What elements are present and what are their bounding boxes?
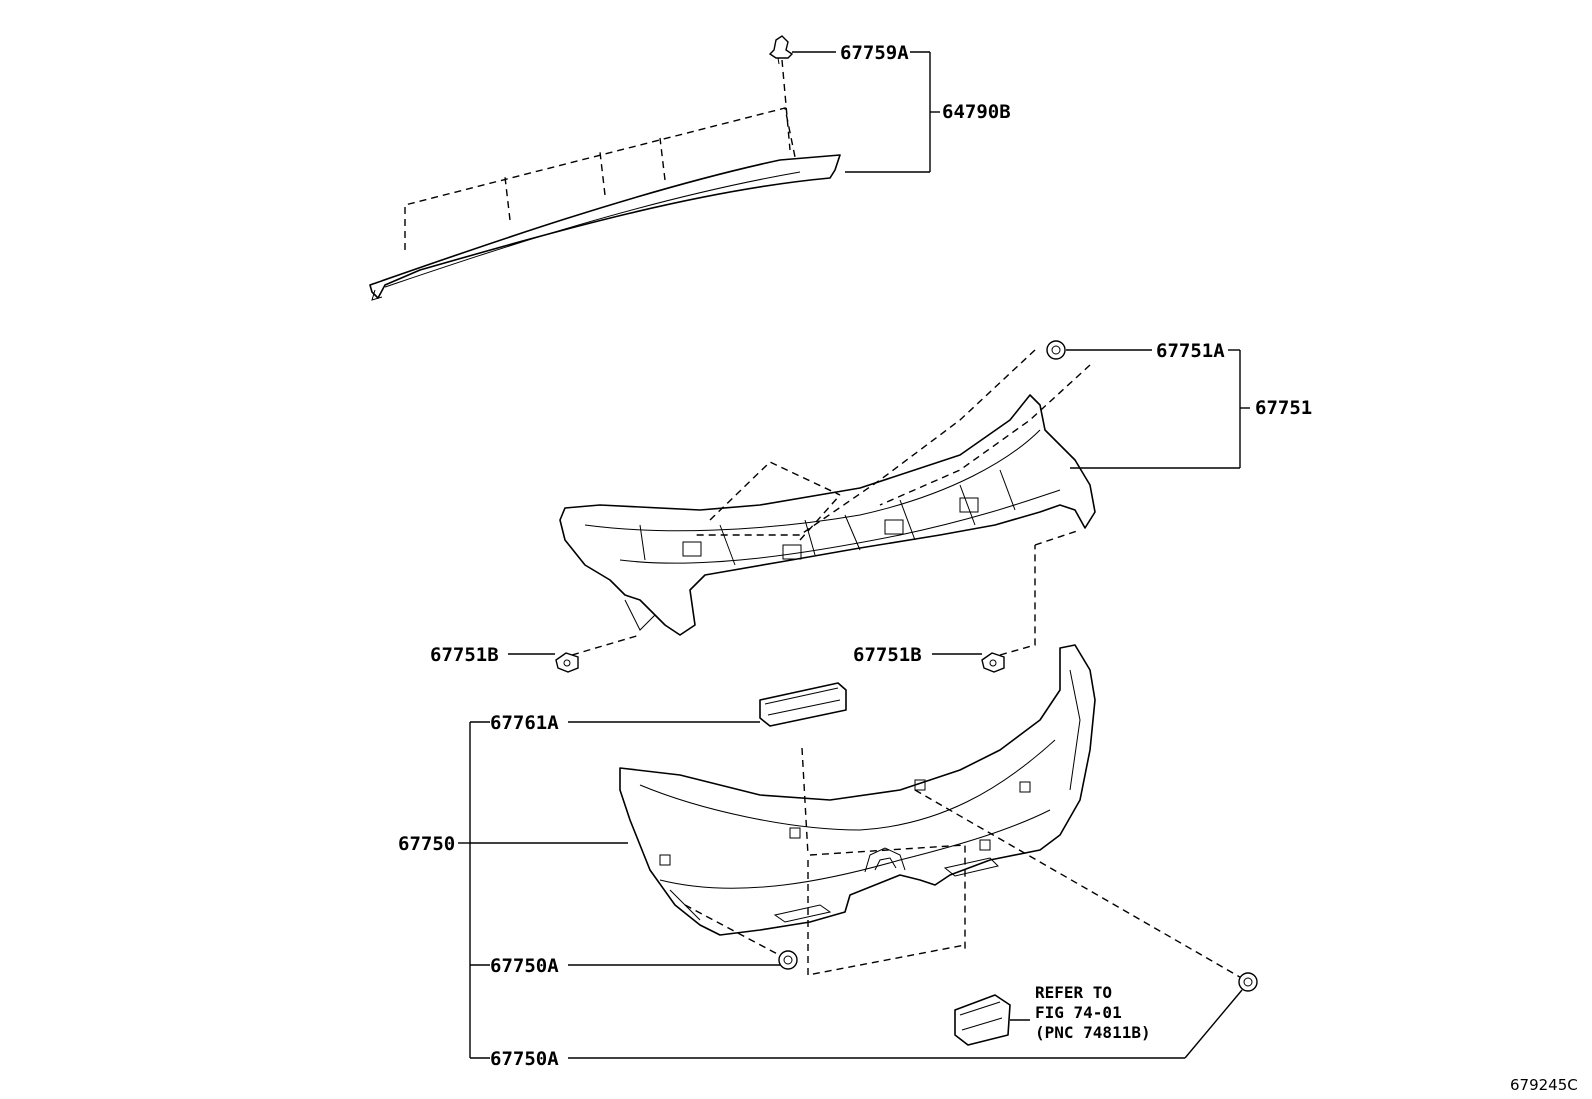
clip-67750A-lower-icon (1238, 972, 1258, 992)
leader-lines-lower (458, 721, 1243, 1059)
label-64790B: 64790B (942, 101, 1011, 123)
label-67751A: 67751A (1156, 340, 1225, 362)
note-line-3: (PNC 74811B) (1035, 1023, 1151, 1042)
leader-lines-top (792, 51, 940, 173)
label-67759A: 67759A (840, 42, 909, 64)
label-67761A: 67761A (490, 712, 559, 734)
cover-67761A-icon (759, 682, 847, 727)
note-line-2: FIG 74-01 (1035, 1003, 1122, 1022)
figure-id: 679245C (1510, 1076, 1578, 1094)
clip-67759A-icon (768, 35, 794, 65)
label-67750A-upper: 67750A (490, 955, 559, 977)
note-line-1: REFER TO (1035, 983, 1112, 1002)
label-67751B-right: 67751B (853, 644, 922, 666)
garnish-strip-64790B (369, 59, 841, 301)
clip-67751B-right-icon (981, 652, 1005, 673)
door-trim-67750 (619, 644, 1096, 936)
clip-67751B-left-icon (555, 652, 579, 673)
label-67750: 67750 (398, 833, 455, 855)
label-67751: 67751 (1255, 397, 1312, 419)
label-67750A-lower: 67750A (490, 1048, 559, 1070)
clip-67751A-icon (1046, 340, 1066, 360)
referenced-handle-icon (954, 994, 1011, 1046)
clip-67750A-upper-icon (778, 950, 798, 970)
label-67751B-left: 67751B (430, 644, 499, 666)
trim-panel-67751 (559, 349, 1096, 656)
leader-lines-middle (508, 349, 1250, 655)
dash-lines-lower (684, 747, 1246, 981)
